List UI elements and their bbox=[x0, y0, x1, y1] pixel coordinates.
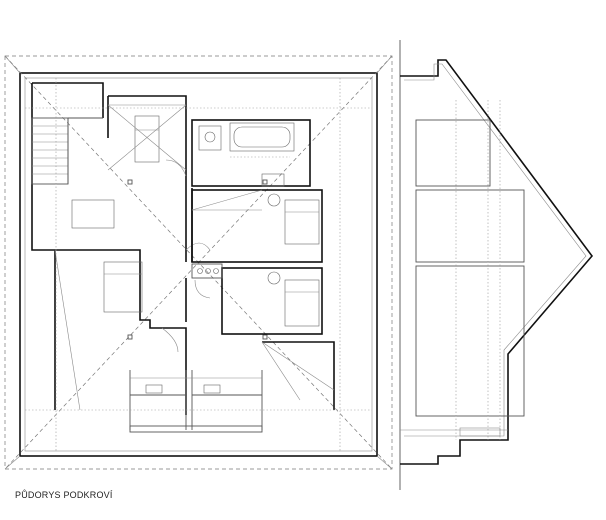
room-top-mid-walls bbox=[107, 95, 187, 188]
bed-right-1 bbox=[284, 199, 320, 245]
roof-outline bbox=[4, 55, 393, 470]
toilet bbox=[198, 125, 222, 151]
section-inner-outline bbox=[404, 63, 587, 437]
section-window bbox=[459, 427, 501, 437]
corridor-walls bbox=[185, 188, 193, 322]
section-outline bbox=[400, 59, 594, 465]
bed-left-lower bbox=[103, 261, 143, 313]
section-box-3 bbox=[415, 265, 525, 417]
marker-4 bbox=[262, 334, 268, 340]
dormer-right bbox=[191, 370, 263, 430]
corner-br bbox=[376, 455, 393, 470]
drawing-caption: PŮDORYS PODKROVÍ bbox=[15, 490, 113, 500]
section-box-2 bbox=[415, 189, 525, 263]
door-swing-1 bbox=[165, 159, 187, 177]
inner-eave-line bbox=[24, 77, 373, 452]
outer-wall bbox=[19, 72, 378, 457]
marker-2 bbox=[262, 179, 268, 185]
corner-bl bbox=[4, 455, 21, 470]
door-swing-2 bbox=[185, 242, 211, 251]
section-box-1 bbox=[415, 119, 491, 187]
room-right-1 bbox=[191, 189, 323, 263]
marker-3 bbox=[127, 334, 133, 340]
bed-right-2 bbox=[284, 279, 320, 327]
room-bottom-right bbox=[262, 341, 335, 410]
door-swing-3 bbox=[194, 279, 211, 299]
kitchenette bbox=[191, 263, 223, 279]
cross-section bbox=[400, 59, 594, 465]
dormer-left bbox=[129, 370, 187, 430]
bed-top bbox=[134, 115, 160, 163]
corner-tr bbox=[376, 55, 393, 74]
table-hall bbox=[71, 199, 115, 229]
floor-plan bbox=[4, 55, 393, 470]
room-left-lower-walls bbox=[54, 249, 187, 415]
room-right-2 bbox=[221, 267, 323, 335]
dormer-windows bbox=[129, 425, 263, 433]
marker-1 bbox=[127, 179, 133, 185]
bathtub bbox=[229, 122, 295, 152]
bathroom bbox=[191, 119, 311, 187]
washbasin bbox=[261, 173, 285, 187]
staircase bbox=[31, 117, 103, 185]
door-swing-4 bbox=[161, 327, 179, 353]
corner-tl bbox=[4, 55, 21, 74]
